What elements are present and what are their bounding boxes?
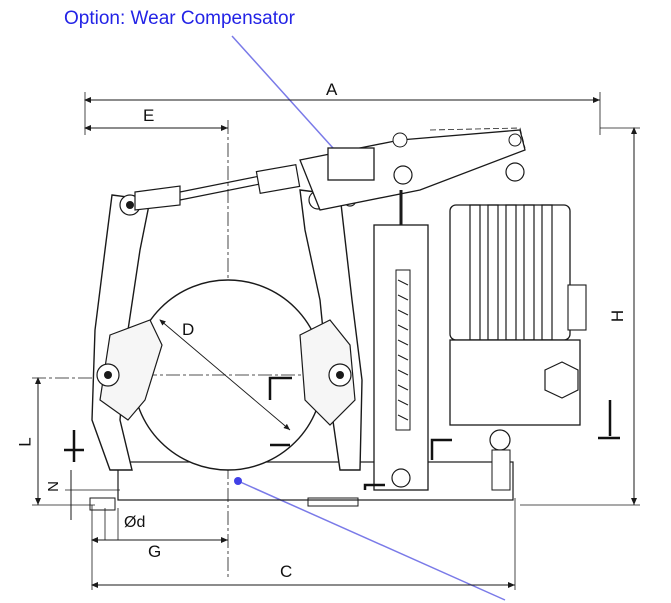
- dim-label-d: Ød: [124, 514, 146, 531]
- cylinder-slots: [397, 279, 409, 421]
- tie-rod: [134, 185, 181, 211]
- dim-label-H: H: [608, 309, 628, 323]
- dim-label-A: A: [326, 80, 338, 99]
- dim-label-C: C: [280, 562, 293, 581]
- dim-label-N: N: [44, 481, 62, 492]
- dim-label-G: G: [148, 542, 162, 561]
- callout-marker-bottom: [234, 477, 242, 485]
- level-marker-left: [64, 430, 84, 462]
- dim-label-D: D: [182, 320, 195, 339]
- base-plate: [117, 461, 514, 501]
- level-marker-right: [598, 400, 620, 440]
- right-brake-shoe: [299, 319, 356, 426]
- callout-leader-bottom: [237, 480, 506, 601]
- terminal-box: [544, 361, 579, 399]
- left-brake-shoe: [99, 319, 163, 421]
- dim-label-E: E: [143, 106, 155, 125]
- option-callout-title: Option: Wear Compensator: [64, 8, 295, 29]
- wear-compensator: [327, 147, 375, 181]
- dim-label-L: L: [15, 437, 35, 447]
